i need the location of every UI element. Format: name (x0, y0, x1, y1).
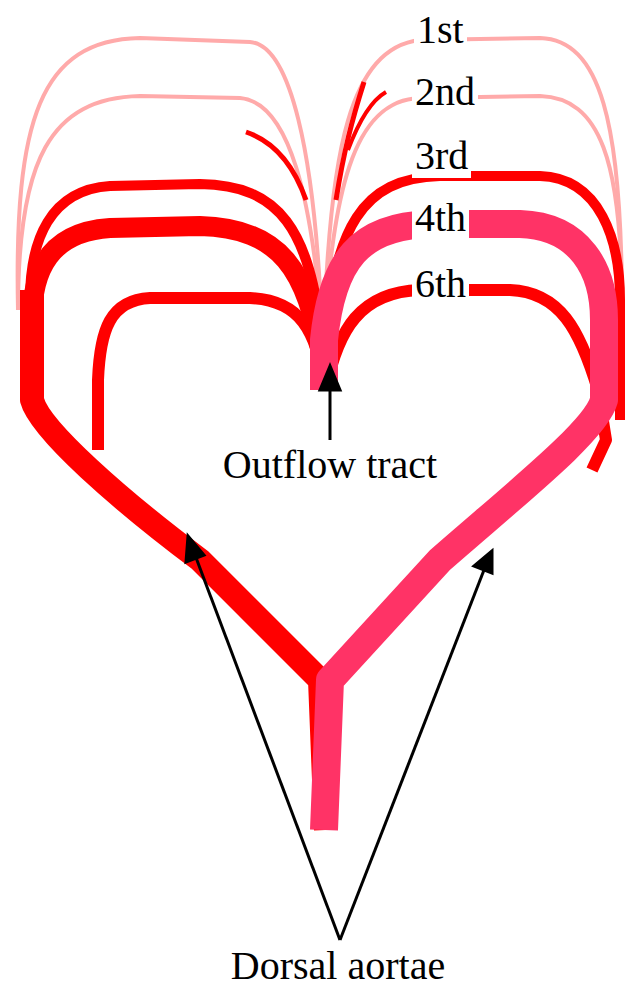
arch-number: 3rd (412, 134, 471, 178)
arch-number: 4th (412, 196, 469, 240)
aorta-label: Dorsal aortae (231, 944, 445, 988)
outflow-label: Outflow tract (223, 443, 437, 487)
arch-number: 2nd (412, 70, 478, 114)
arch-number: 1st (414, 8, 467, 52)
arch-number: 6th (412, 262, 469, 306)
